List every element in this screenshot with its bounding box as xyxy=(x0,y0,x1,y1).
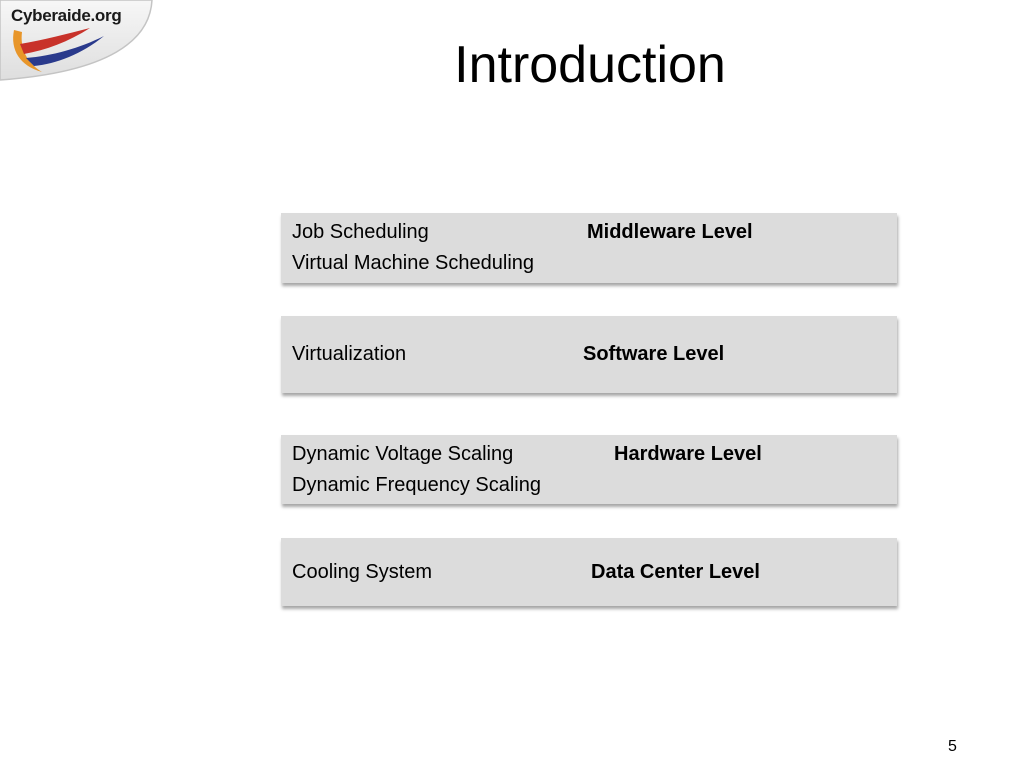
logo-text: Cyberaide.org xyxy=(11,6,122,25)
cyberaide-logo: Cyberaide.org xyxy=(0,0,160,84)
box-line: Dynamic Voltage Scaling xyxy=(292,443,514,465)
level-label: Hardware Level xyxy=(614,443,762,465)
page-number: 5 xyxy=(948,738,957,755)
box-line: Job Scheduling xyxy=(292,221,429,243)
slide-title: Introduction xyxy=(454,36,726,94)
hardware-level-box: Dynamic Voltage Scaling Dynamic Frequenc… xyxy=(281,435,897,504)
middleware-level-box: Job Scheduling Virtual Machine Schedulin… xyxy=(281,213,897,283)
box-line: Virtualization xyxy=(292,343,407,365)
box-line: Dynamic Frequency Scaling xyxy=(292,474,541,496)
software-level-box: Virtualization Software Level xyxy=(281,316,897,393)
level-label: Middleware Level xyxy=(587,221,753,243)
data-center-level-box: Cooling System Data Center Level xyxy=(281,538,897,606)
box-line: Virtual Machine Scheduling xyxy=(292,252,535,274)
level-label: Software Level xyxy=(583,343,725,365)
logo-badge-graphic xyxy=(0,0,153,81)
level-label: Data Center Level xyxy=(591,561,760,583)
box-line: Cooling System xyxy=(292,561,433,583)
